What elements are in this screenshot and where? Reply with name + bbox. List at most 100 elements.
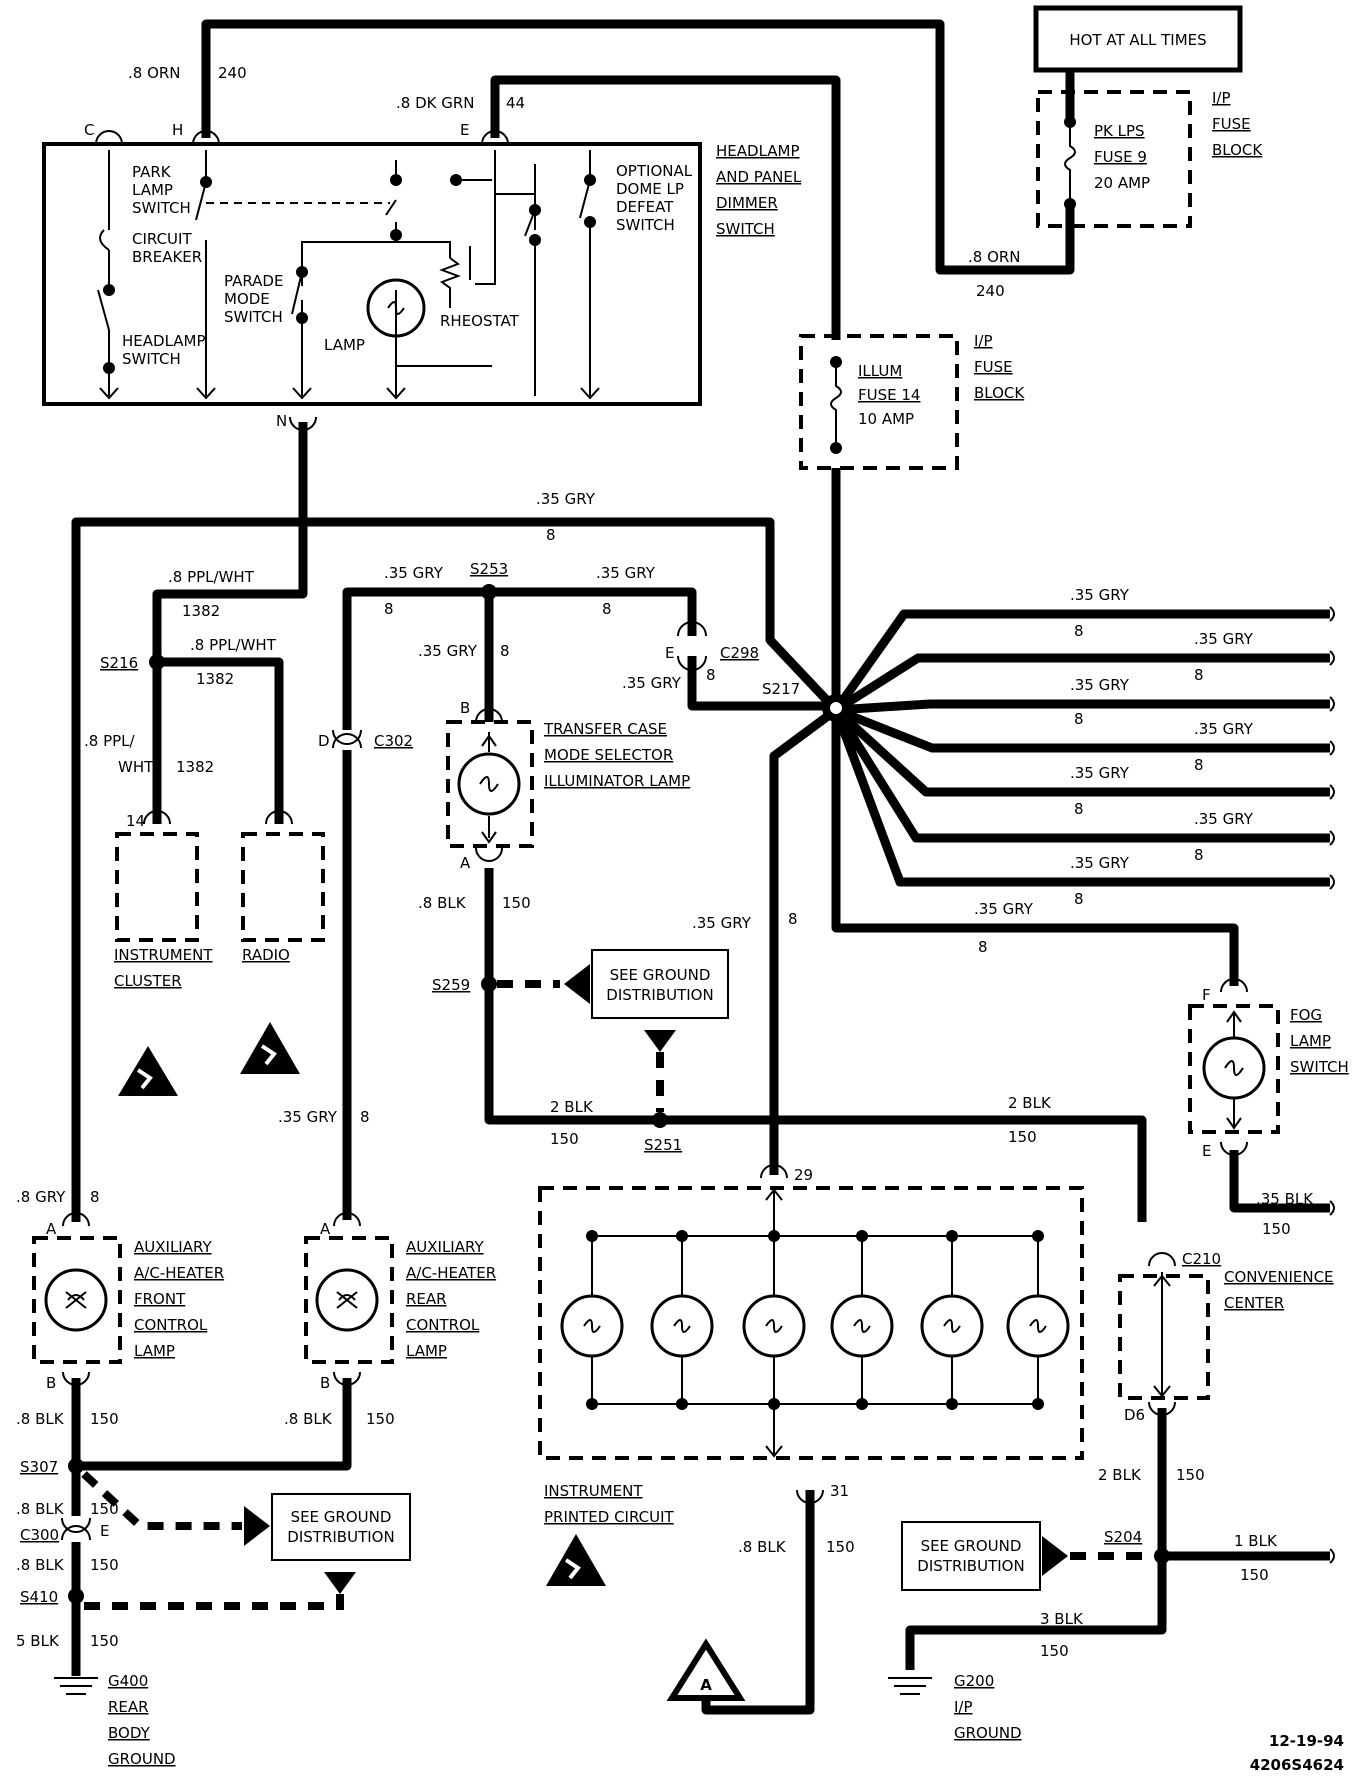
svg-text:FUSE: FUSE: [974, 358, 1013, 376]
svg-text:.8 BLK: .8 BLK: [16, 1410, 65, 1428]
svg-text:E: E: [1202, 1142, 1211, 1160]
svg-text:S217: S217: [762, 680, 800, 698]
svg-text:I/P: I/P: [954, 1698, 973, 1716]
svg-text:HOT AT ALL TIMES: HOT AT ALL TIMES: [1069, 31, 1206, 49]
svg-text:.35 GRY: .35 GRY: [1070, 676, 1130, 694]
headlamp-switch-box: C H E: [42, 121, 802, 431]
svg-text:RHEOSTAT: RHEOSTAT: [440, 312, 520, 330]
svg-text:G400: G400: [108, 1672, 148, 1690]
svg-text:8: 8: [1194, 666, 1204, 684]
svg-text:2 BLK: 2 BLK: [1098, 1466, 1142, 1484]
convenience-center: C210 D6 CONVENIENCE CENTER: [1118, 1250, 1334, 1424]
svg-text:8: 8: [978, 938, 988, 956]
svg-text:44: 44: [506, 94, 525, 112]
drawing-stamp: 12-19-94 4206S4624: [1250, 1732, 1344, 1774]
svg-text:LAMP: LAMP: [132, 181, 173, 199]
svg-text:A: A: [320, 1220, 331, 1238]
svg-text:CENTER: CENTER: [1224, 1294, 1284, 1312]
svg-text:8: 8: [1074, 890, 1084, 908]
svg-text:150: 150: [502, 894, 531, 912]
svg-text:DISTRIBUTION: DISTRIBUTION: [287, 1528, 394, 1546]
svg-text:D: D: [318, 732, 330, 750]
svg-text:150: 150: [90, 1410, 119, 1428]
svg-text:CONTROL: CONTROL: [134, 1316, 208, 1334]
svg-text:HEADLAMP: HEADLAMP: [122, 332, 206, 350]
svg-text:150: 150: [826, 1538, 855, 1556]
svg-text:N: N: [276, 412, 287, 430]
svg-text:8: 8: [1194, 846, 1204, 864]
svg-text:.8 PPL/: .8 PPL/: [84, 732, 136, 750]
svg-text:150: 150: [1040, 1642, 1069, 1660]
svg-text:SWITCH: SWITCH: [132, 199, 191, 217]
svg-text:.35 GRY: .35 GRY: [536, 490, 596, 508]
svg-text:14: 14: [126, 812, 145, 830]
svg-text:AND PANEL: AND PANEL: [716, 168, 802, 186]
svg-text:B: B: [320, 1374, 330, 1392]
fuse-9: PK LPS FUSE 9 20 AMP: [1064, 116, 1150, 210]
svg-text:1382: 1382: [196, 670, 234, 688]
svg-text:LAMP: LAMP: [1290, 1032, 1331, 1050]
svg-text:SWITCH: SWITCH: [224, 308, 283, 326]
svg-text:.35 GRY: .35 GRY: [1194, 810, 1254, 828]
svg-text:GROUND: GROUND: [108, 1750, 176, 1768]
svg-text:FUSE 9: FUSE 9: [1094, 148, 1147, 166]
svg-text:SWITCH: SWITCH: [1290, 1058, 1349, 1076]
svg-text:BLOCK: BLOCK: [974, 384, 1025, 402]
svg-text:20 AMP: 20 AMP: [1094, 174, 1150, 192]
svg-text:PRINTED CIRCUIT: PRINTED CIRCUIT: [544, 1508, 675, 1526]
svg-text:S307: S307: [20, 1458, 58, 1476]
svg-text:150: 150: [90, 1632, 119, 1650]
svg-text:E: E: [665, 644, 674, 662]
svg-text:240: 240: [976, 282, 1005, 300]
svg-text:G200: G200: [954, 1672, 994, 1690]
svg-text:150: 150: [1008, 1128, 1037, 1146]
svg-text:150: 150: [1240, 1566, 1269, 1584]
svg-text:.8 PPL/WHT: .8 PPL/WHT: [190, 636, 277, 654]
svg-text:S251: S251: [644, 1136, 682, 1154]
svg-text:PK LPS: PK LPS: [1094, 122, 1145, 140]
svg-text:.35 BLK: .35 BLK: [1256, 1190, 1314, 1208]
svg-text:10 AMP: 10 AMP: [858, 410, 914, 428]
svg-text:C: C: [84, 121, 94, 139]
svg-text:INSTRUMENT: INSTRUMENT: [544, 1482, 643, 1500]
svg-text:2 BLK: 2 BLK: [550, 1098, 594, 1116]
svg-text:REAR: REAR: [108, 1698, 149, 1716]
svg-text:B: B: [46, 1374, 56, 1392]
svg-text:PARADE: PARADE: [224, 272, 283, 290]
svg-text:3 BLK: 3 BLK: [1040, 1610, 1084, 1628]
svg-text:.35 GRY: .35 GRY: [692, 914, 752, 932]
svg-text:.35 GRY: .35 GRY: [1070, 586, 1130, 604]
svg-text:SEE GROUND: SEE GROUND: [291, 1508, 392, 1526]
svg-text:12-19-94: 12-19-94: [1269, 1732, 1344, 1750]
svg-text:LAMP: LAMP: [324, 336, 365, 354]
svg-text:2 BLK: 2 BLK: [1008, 1094, 1052, 1112]
svg-text:.8 ORN: .8 ORN: [128, 64, 181, 82]
svg-text:S410: S410: [20, 1588, 58, 1606]
esd-warning-icons: [118, 1022, 606, 1586]
svg-text:TRANSFER CASE: TRANSFER CASE: [543, 720, 667, 738]
svg-text:8: 8: [1194, 756, 1204, 774]
svg-text:1382: 1382: [182, 602, 220, 620]
svg-text:D6: D6: [1124, 1406, 1145, 1424]
svg-text:8: 8: [788, 910, 798, 928]
svg-text:BLOCK: BLOCK: [1212, 141, 1263, 159]
svg-text:CIRCUIT: CIRCUIT: [132, 230, 192, 248]
svg-text:150: 150: [550, 1130, 579, 1148]
svg-text:GROUND: GROUND: [954, 1724, 1022, 1742]
svg-text:.35 GRY: .35 GRY: [1194, 630, 1254, 648]
ip-fuse-block-mid: ILLUM FUSE 14 10 AMP I/P FUSE BLOCK: [799, 332, 1025, 470]
svg-text:8: 8: [360, 1108, 370, 1126]
svg-text:C210: C210: [1182, 1250, 1221, 1268]
aux-front-control-lamp: A B AUXILIARY A/C-HEATER FRONT CONTROL L…: [32, 1212, 224, 1392]
svg-text:S204: S204: [1104, 1528, 1142, 1546]
splice-labels: S216 S253 S217 S259 S251 S307 S410 S204: [20, 560, 1142, 1606]
svg-text:.8 BLK: .8 BLK: [16, 1500, 65, 1518]
ip-fuse-block-top: I/P FUSE BLOCK: [1036, 89, 1263, 228]
svg-text:150: 150: [1262, 1220, 1291, 1238]
svg-text:.35 GRY: .35 GRY: [418, 642, 478, 660]
svg-text:.8 PPL/WHT: .8 PPL/WHT: [168, 568, 255, 586]
svg-text:A/C-HEATER: A/C-HEATER: [134, 1264, 224, 1282]
svg-text:SWITCH: SWITCH: [716, 220, 775, 238]
svg-text:FRONT: FRONT: [134, 1290, 186, 1308]
